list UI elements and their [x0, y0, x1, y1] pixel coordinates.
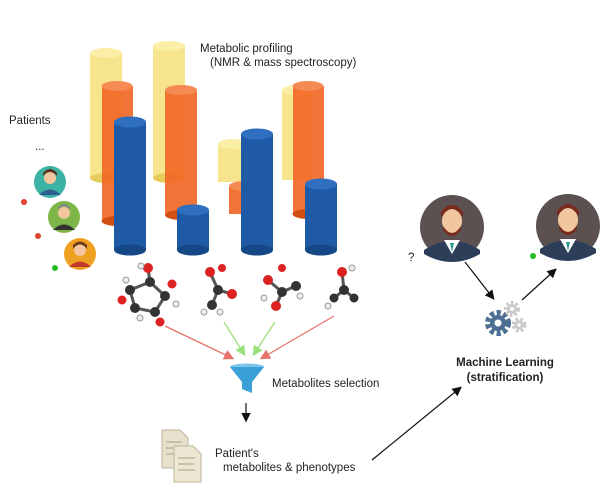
molecule-icon	[200, 264, 237, 316]
cylinder-blue-1	[114, 116, 146, 256]
molecule-icon	[117, 262, 180, 327]
patient-data-label-line2: metabolites & phenotypes	[223, 462, 356, 474]
cylinder-blue-2	[177, 204, 209, 256]
cylinder-group	[90, 41, 337, 256]
arrow-black	[521, 268, 557, 301]
arrow-green	[223, 321, 246, 357]
arrow-green	[252, 321, 276, 357]
profiling-label-line2: (NMR & mass spectroscopy)	[210, 57, 357, 69]
patient-data-label-line1: Patient's	[215, 448, 259, 460]
gear-icon	[504, 301, 520, 317]
doctor-avatar-icon	[536, 194, 600, 261]
doctor-avatar-icon	[420, 195, 484, 262]
arrow-black	[464, 261, 495, 300]
arrow-red	[259, 315, 335, 360]
molecule-icon	[324, 264, 359, 310]
profiling-label-line1: Metabolic profiling	[200, 43, 293, 55]
patient-avatar-icon	[34, 166, 66, 198]
molecule-icon	[260, 264, 304, 311]
gear-icon	[511, 317, 527, 333]
patients-ellipsis: ...	[35, 141, 45, 153]
cylinder-blue-3	[241, 128, 273, 256]
patient-dot-red	[35, 233, 41, 239]
gear-icon	[485, 310, 511, 336]
patients-label: Patients	[9, 115, 51, 127]
selection-label: Metabolites selection	[272, 378, 380, 390]
patient-avatars	[21, 166, 96, 271]
funnel-icon	[230, 363, 264, 393]
cylinder-blue-4	[305, 178, 337, 256]
ml-label-line2: (stratification)	[466, 372, 544, 384]
question-mark-label: ?	[408, 252, 415, 264]
arrow-red	[164, 325, 235, 360]
doctor-dot-green	[530, 253, 536, 259]
patient-avatar-icon	[64, 238, 96, 270]
document-icon	[173, 445, 202, 483]
ml-label-line1: Machine Learning	[456, 357, 554, 369]
patient-dot-green	[52, 265, 58, 271]
cylinder-orange-2	[165, 85, 197, 220]
arrow-black	[371, 386, 462, 461]
patient-dot-red	[21, 199, 27, 205]
patient-avatar-icon	[48, 201, 80, 233]
